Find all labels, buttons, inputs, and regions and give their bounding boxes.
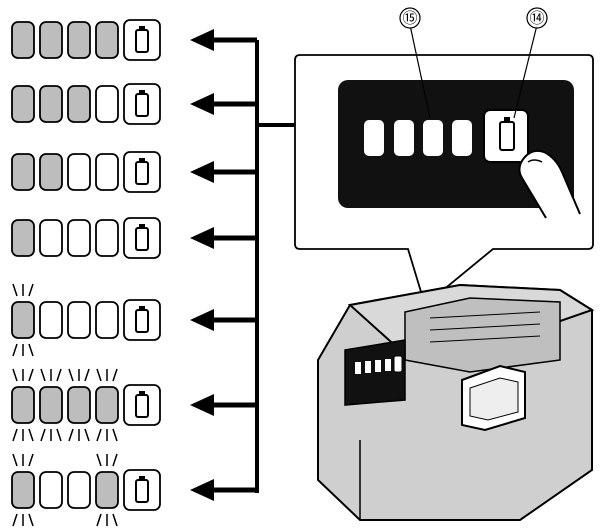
finger-icon [518, 149, 581, 219]
blink-rays-icon [68, 368, 90, 442]
indicator-rows [11, 19, 257, 527]
battery-icon [123, 384, 161, 426]
lamp-off [39, 301, 63, 339]
indicator-row [11, 19, 257, 61]
lamp-on [39, 85, 63, 123]
lamp-blink [11, 301, 35, 339]
blink-rays-icon [12, 283, 34, 357]
panel-lamp-2 [394, 120, 414, 156]
panel-lamp-3 [423, 120, 443, 156]
lamp-on [39, 153, 63, 191]
blink-rays-icon [96, 368, 118, 442]
arrow-left-icon [190, 161, 257, 183]
lamp-blink [67, 386, 91, 424]
lamp-on [11, 153, 35, 191]
indicator-row [11, 151, 257, 193]
indicator-row [11, 453, 257, 527]
lamp-off [95, 219, 119, 257]
blink-rays-icon [12, 368, 34, 442]
lamp-off [95, 153, 119, 191]
battery-icon [123, 299, 161, 341]
battery-icon [123, 83, 161, 125]
indicator-row [11, 217, 257, 259]
battery-icon [123, 217, 161, 259]
lamp-blink [11, 386, 35, 424]
arrow-left-icon [190, 227, 257, 249]
lamp-on [11, 219, 35, 257]
battery-icon [123, 151, 161, 193]
battery-pack-icon [317, 283, 595, 521]
blink-rays-icon [96, 453, 118, 527]
blink-rays-icon [40, 368, 62, 442]
zoom-callout: ⑮ ⑭ [294, 7, 594, 307]
arrow-left-icon [190, 309, 257, 331]
indicator-row [11, 368, 257, 442]
indicator-row [11, 283, 257, 357]
lamp-off [67, 301, 91, 339]
lamp-on [67, 21, 91, 59]
lamp-on [95, 21, 119, 59]
lamp-off [67, 471, 91, 509]
lamp-blink [95, 471, 119, 509]
lamp-off [95, 301, 119, 339]
battery-icon [123, 469, 161, 511]
arrow-left-icon [190, 93, 257, 115]
indicator-row [11, 83, 257, 125]
lamp-on [39, 21, 63, 59]
lamp-off [39, 219, 63, 257]
arrow-left-icon [190, 29, 257, 51]
battery-icon [499, 117, 515, 151]
lamp-blink [39, 386, 63, 424]
panel-lamp-4 [452, 120, 472, 156]
blink-rays-icon [12, 453, 34, 527]
battery-icon [123, 19, 161, 61]
lamp-on [67, 85, 91, 123]
arrow-left-icon [190, 479, 257, 501]
lamp-off [67, 153, 91, 191]
lamp-on [11, 21, 35, 59]
lamp-blink [95, 386, 119, 424]
panel-lamp-1 [364, 120, 384, 156]
lamp-on [11, 85, 35, 123]
callout-15: ⑮ [402, 9, 417, 27]
arrow-left-icon [190, 394, 257, 416]
lamp-off [67, 219, 91, 257]
callout-14: ⑭ [529, 9, 544, 27]
lamp-off [95, 85, 119, 123]
check-button[interactable] [483, 109, 529, 163]
lamp-off [39, 471, 63, 509]
lamp-blink [11, 471, 35, 509]
